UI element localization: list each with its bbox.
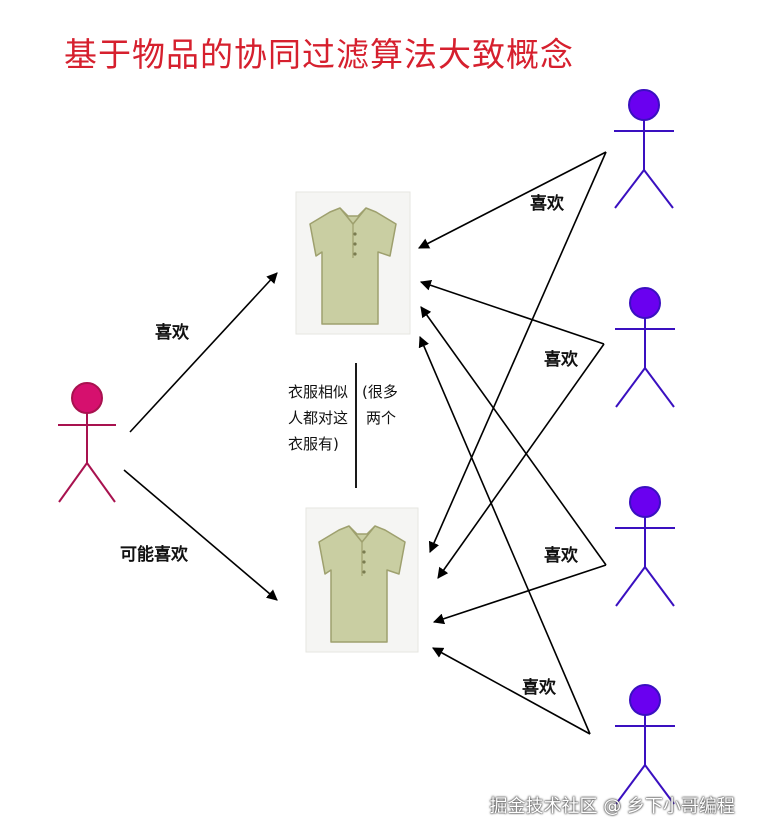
label-like-user2: 喜欢: [544, 350, 578, 370]
arrow-user1-to-top-shirt: [418, 151, 607, 249]
similarity-note-right: (很多 两个: [362, 379, 398, 431]
label-maybe-like: 可能喜欢: [120, 545, 188, 565]
diagram-title: 基于物品的协同过滤算法大致概念: [64, 35, 574, 74]
user-3-icon: [615, 486, 675, 607]
arrow-target-to-bottom-shirt: [123, 469, 278, 601]
note-line: 人都对这: [288, 409, 349, 427]
arrow-user1-to-bottom-shirt: [428, 151, 607, 554]
similarity-note-left: 衣服相似 人都对这 衣服有): [288, 379, 348, 457]
note-line: 两个: [366, 409, 397, 427]
user-1-icon: [614, 89, 674, 209]
arrow-user2-to-top-shirt: [419, 279, 605, 345]
arrow-user3-to-top-shirt: [420, 306, 607, 566]
note-line: (很多: [362, 383, 398, 401]
arrow-user4-to-top-shirt: [418, 335, 591, 735]
label-like-user3: 喜欢: [544, 546, 578, 566]
user-4-icon: [615, 684, 675, 805]
note-line: 衣服有): [288, 435, 339, 453]
arrow-user2-to-bottom-shirt: [437, 343, 605, 579]
target-user-icon: [58, 382, 116, 503]
arrow-target-to-top-shirt: [129, 272, 278, 433]
arrow-user3-to-bottom-shirt: [432, 564, 607, 625]
watermark: 掘金技术社区 @ 乡下小哥编程: [489, 796, 735, 817]
label-like-user4: 喜欢: [522, 678, 556, 698]
shirt-bottom-icon: [305, 507, 419, 653]
shirt-top-icon: [295, 191, 411, 335]
user-2-icon: [615, 287, 675, 408]
label-like-user1: 喜欢: [530, 194, 564, 214]
note-line: 衣服相似: [288, 383, 349, 401]
arrow-user4-to-bottom-shirt: [432, 647, 591, 735]
label-like-target: 喜欢: [155, 323, 189, 343]
